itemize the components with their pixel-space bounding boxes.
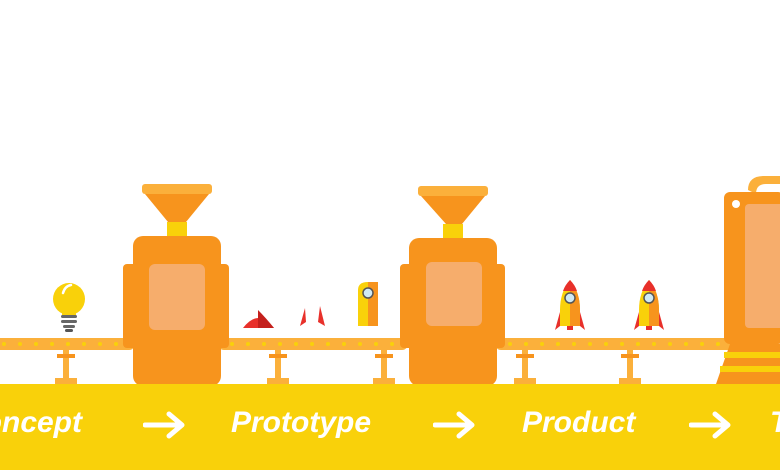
conveyor-belt-3 — [495, 338, 735, 384]
rocket-icon — [555, 280, 585, 330]
conveyor-belt-2 — [218, 338, 408, 384]
machine-3 — [716, 176, 780, 384]
prototype-part-dome — [243, 310, 274, 328]
machine-1 — [123, 184, 229, 386]
arrow-right-icon — [433, 411, 475, 439]
stage-label-next: T — [770, 400, 780, 446]
arrow-right-icon — [143, 411, 185, 439]
stage-label-product: Product — [522, 406, 636, 439]
machine-2 — [400, 186, 505, 386]
prototype-part-fins — [300, 306, 325, 326]
stage-label-prototype: Prototype — [231, 406, 372, 439]
arrow-right-icon — [689, 411, 731, 439]
prototype-part-body — [358, 282, 378, 326]
stage-band — [0, 384, 780, 470]
stage-label-concept: Concept — [0, 406, 82, 439]
rocket-icon — [634, 280, 664, 330]
conveyor-belt-1 — [0, 338, 135, 384]
lightbulb-icon — [53, 283, 85, 332]
